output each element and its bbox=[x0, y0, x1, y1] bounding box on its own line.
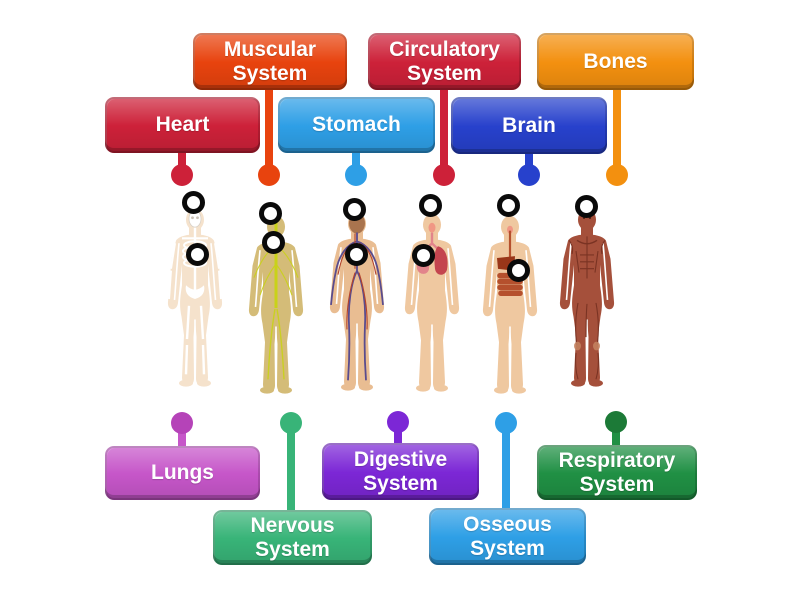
label-respiratory-system[interactable]: Respiratory System bbox=[537, 445, 697, 500]
answer-marker[interactable] bbox=[182, 191, 205, 214]
answer-marker[interactable] bbox=[575, 195, 598, 218]
pin-stem bbox=[352, 147, 360, 175]
label-lungs[interactable]: Lungs bbox=[105, 446, 260, 500]
pin-stem bbox=[265, 84, 273, 175]
pin-dot bbox=[606, 164, 628, 186]
pin-stem bbox=[440, 84, 448, 175]
pin-dot bbox=[495, 412, 517, 434]
skeletal-system-illustration bbox=[167, 208, 223, 387]
answer-marker[interactable] bbox=[259, 202, 282, 225]
body-figure-digestive-system bbox=[468, 215, 552, 397]
pin-stem bbox=[178, 147, 186, 175]
label-text: Heart bbox=[155, 113, 210, 137]
pin-dot bbox=[605, 411, 627, 433]
label-text: Stomach bbox=[312, 113, 401, 137]
label-text: Circulatory System bbox=[389, 37, 500, 85]
answer-marker[interactable] bbox=[343, 198, 366, 221]
label-text: Digestive System bbox=[353, 447, 448, 495]
answer-marker[interactable] bbox=[497, 194, 520, 217]
answer-marker[interactable] bbox=[412, 244, 435, 267]
pin-dot bbox=[433, 164, 455, 186]
label-nervous-system[interactable]: Nervous System bbox=[213, 510, 372, 565]
body-figure-circulatory-system bbox=[315, 212, 399, 394]
muscular-system-illustration bbox=[559, 208, 615, 387]
body-figure-respiratory-system bbox=[390, 213, 474, 395]
respiratory-system-illustration bbox=[404, 213, 460, 392]
label-bones[interactable]: Bones bbox=[537, 33, 694, 90]
label-text: Osseous System bbox=[463, 512, 552, 560]
pin-dot bbox=[518, 164, 540, 186]
label-text: Brain bbox=[502, 113, 556, 137]
pin-stem bbox=[613, 84, 621, 175]
answer-marker[interactable] bbox=[262, 231, 285, 254]
circulatory-system-illustration bbox=[329, 212, 385, 391]
label-osseous-system[interactable]: Osseous System bbox=[429, 508, 586, 565]
pin-stem bbox=[178, 423, 186, 452]
label-text: Bones bbox=[583, 49, 648, 73]
pin-stem bbox=[502, 423, 510, 514]
answer-marker[interactable] bbox=[186, 243, 209, 266]
label-text: Muscular System bbox=[223, 37, 317, 85]
answer-marker[interactable] bbox=[419, 194, 442, 217]
label-stomach[interactable]: Stomach bbox=[278, 97, 435, 153]
label-brain[interactable]: Brain bbox=[451, 97, 607, 154]
pin-stem bbox=[394, 422, 402, 449]
label-digestive-system[interactable]: Digestive System bbox=[322, 443, 479, 500]
pin-dot bbox=[387, 411, 409, 433]
label-text: Nervous System bbox=[250, 513, 335, 561]
digestive-system-illustration bbox=[482, 215, 538, 394]
pin-dot bbox=[171, 412, 193, 434]
pin-stem bbox=[287, 423, 295, 516]
pin-dot bbox=[258, 164, 280, 186]
body-figure-skeletal-system bbox=[153, 208, 237, 390]
answer-marker[interactable] bbox=[507, 259, 530, 282]
label-text: Respiratory System bbox=[558, 448, 676, 496]
pin-dot bbox=[171, 164, 193, 186]
pin-stem bbox=[612, 422, 620, 451]
pin-stem bbox=[525, 148, 533, 175]
pin-dot bbox=[345, 164, 367, 186]
label-heart[interactable]: Heart bbox=[105, 97, 260, 153]
label-muscular-system[interactable]: Muscular System bbox=[193, 33, 347, 90]
pin-dot bbox=[280, 412, 302, 434]
body-figure-muscular-system bbox=[545, 208, 629, 390]
answer-marker[interactable] bbox=[345, 243, 368, 266]
label-text: Lungs bbox=[151, 461, 214, 485]
label-circulatory-system[interactable]: Circulatory System bbox=[368, 33, 521, 90]
